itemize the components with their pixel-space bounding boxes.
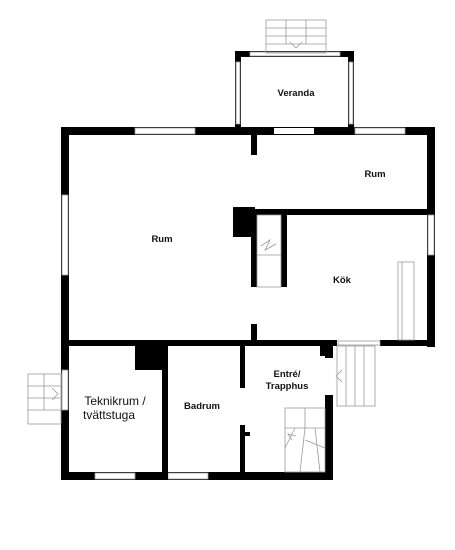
- veranda-steps: [265, 19, 327, 54]
- room-label-teknik-line1: Teknikrum /: [84, 394, 146, 408]
- room-label-rum-small: Rum: [364, 169, 385, 180]
- interior-walls: [135, 135, 427, 480]
- veranda-structure: [235, 51, 354, 129]
- stair-entre: [284, 407, 326, 473]
- room-label-entre-line2: Trapphus: [266, 381, 309, 392]
- room-label-veranda: Veranda: [278, 88, 316, 99]
- room-label-rum-large: Rum: [151, 234, 172, 245]
- kitchen-counter: [397, 261, 415, 341]
- veranda-window-left: [235, 61, 241, 125]
- entry-steps: [335, 345, 376, 407]
- room-label-badrum: Badrum: [184, 401, 220, 412]
- windows: [61, 127, 435, 480]
- room-label-entre-line1: Entré/: [274, 369, 301, 380]
- stair-upper: [256, 214, 282, 288]
- room-label-kok: Kök: [333, 275, 352, 286]
- veranda-window-right: [348, 61, 354, 125]
- side-steps: [27, 373, 62, 425]
- veranda-window-top: [249, 51, 341, 57]
- room-label-teknik-line2: tvättstuga: [83, 408, 135, 422]
